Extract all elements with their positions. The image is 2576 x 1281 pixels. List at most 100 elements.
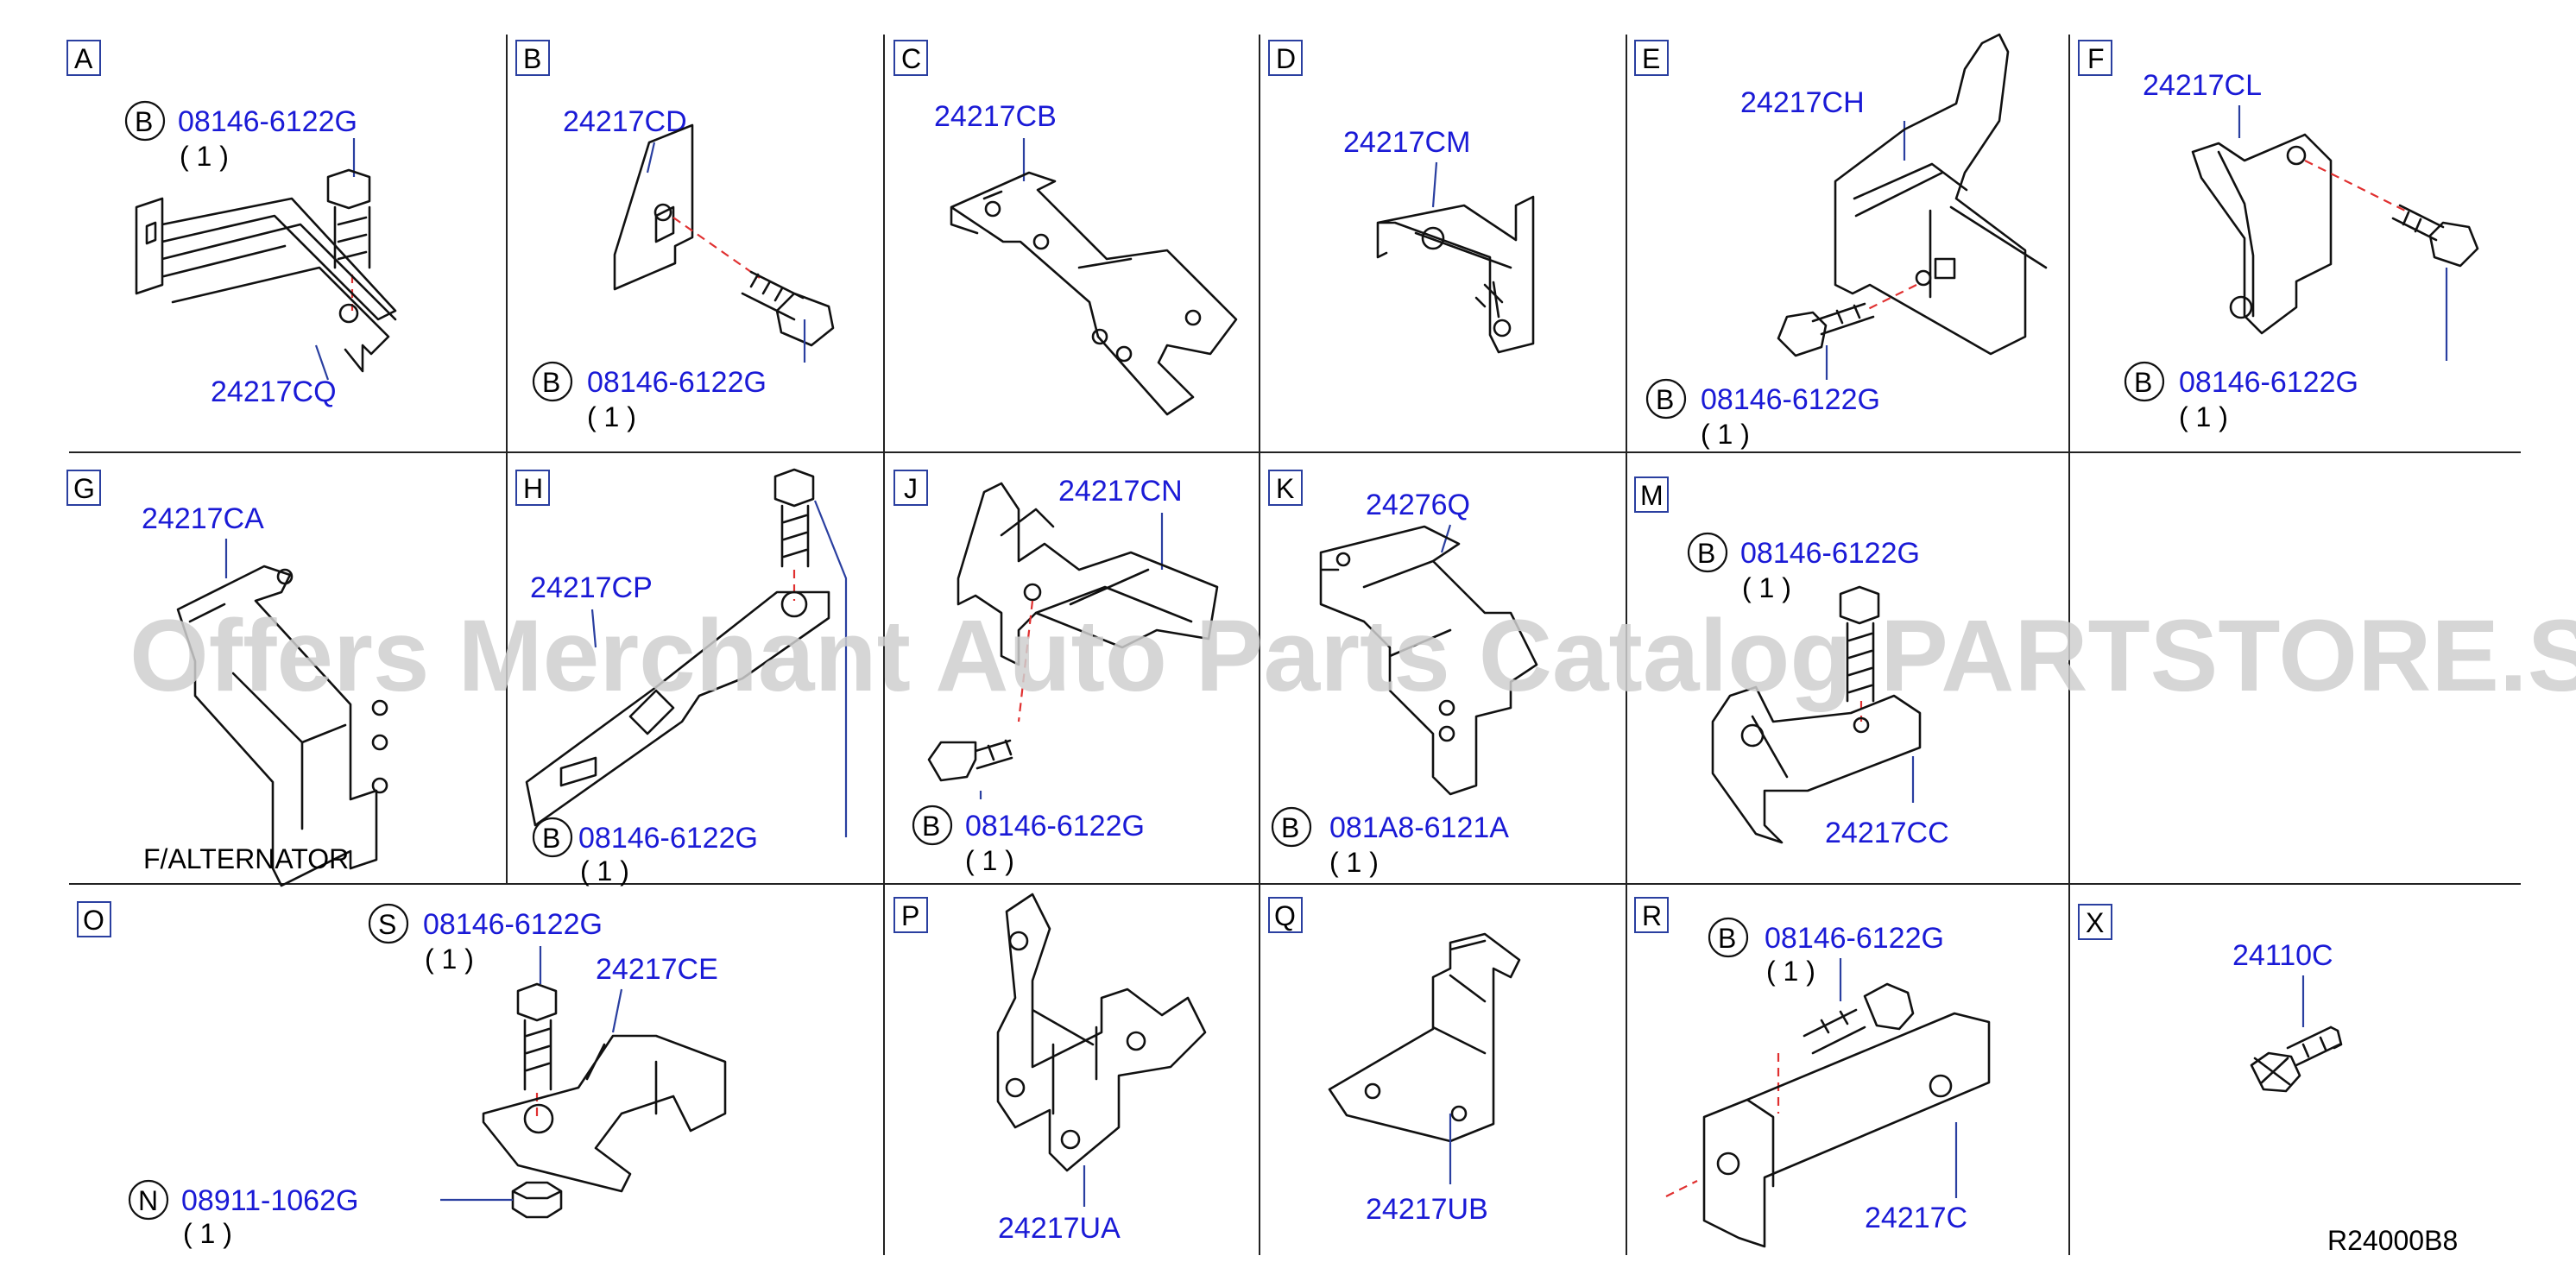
part-number[interactable]: 08146-6122G — [423, 908, 603, 941]
svg-text:M: M — [1640, 480, 1664, 511]
section-G-marker: G — [66, 470, 101, 506]
svg-text:D: D — [1276, 43, 1296, 74]
svg-text:B: B — [542, 823, 560, 854]
svg-text:B: B — [1281, 812, 1299, 843]
section-E: 24217CH B 08146-6122G ( 1 ) — [1645, 33, 2048, 450]
svg-text:B: B — [135, 106, 153, 137]
svg-text:( 1 ): ( 1 ) — [965, 845, 1014, 876]
svg-text:( 1 ): ( 1 ) — [1329, 847, 1379, 878]
part-number[interactable]: 081A8-6121A — [1329, 811, 1509, 844]
section-K: 24276Q B 081A8-6121A ( 1 ) — [1271, 489, 1538, 878]
part-number[interactable]: 24217CN — [1058, 475, 1183, 508]
section-X-marker: X — [2078, 904, 2112, 940]
section-B-marker: B — [515, 40, 550, 76]
part-number[interactable]: 08146-6122G — [578, 822, 758, 855]
svg-text:( 1 ): ( 1 ) — [1766, 956, 1815, 987]
svg-text:C: C — [901, 43, 921, 74]
part-number[interactable]: 24217UB — [1366, 1193, 1488, 1226]
svg-text:B: B — [1697, 538, 1715, 569]
svg-text:H: H — [523, 473, 543, 504]
section-P-marker: P — [893, 897, 928, 933]
section-B: 24217CD B 08146-6122G ( 1 ) — [532, 105, 835, 432]
part-number[interactable]: 24217CB — [934, 100, 1057, 133]
section-K-marker: K — [1268, 470, 1303, 506]
svg-text:B: B — [523, 43, 541, 74]
svg-text:P: P — [901, 900, 919, 931]
section-G: 24217CA F/ALTERNATOR — [142, 502, 388, 887]
section-F-marker: F — [2078, 40, 2112, 76]
part-number[interactable]: 24217C — [1865, 1202, 1967, 1234]
section-Q: 24217UB — [1328, 932, 1521, 1226]
svg-text:B: B — [542, 367, 560, 398]
section-J-marker: J — [893, 470, 928, 506]
section-D: 24217CM — [1343, 126, 1535, 354]
part-number[interactable]: 08146-6122G — [1765, 922, 1944, 955]
section-letters: A B C D E F G H J K M O P Q R X — [66, 40, 2112, 940]
part-number[interactable]: 24217CE — [596, 953, 718, 986]
svg-text:( 1 ): ( 1 ) — [183, 1218, 232, 1249]
svg-text:B: B — [1656, 384, 1674, 415]
part-number[interactable]: 08146-6122G — [587, 366, 767, 399]
part-number[interactable]: 24217CA — [142, 502, 264, 535]
section-M: B 08146-6122G ( 1 ) 24217CC — [1687, 532, 1949, 849]
part-number[interactable]: 24217CM — [1343, 126, 1470, 159]
svg-text:( 1 ): ( 1 ) — [180, 141, 229, 172]
watermark: Offers Merchant Auto Parts Catalog PARTS… — [129, 599, 2576, 713]
section-H: 24217CP B 08146-6122G ( 1 ) — [525, 468, 848, 887]
section-R-marker: R — [1634, 897, 1669, 933]
svg-text:( 1 ): ( 1 ) — [2179, 401, 2228, 432]
part-number[interactable]: 24217CH — [1740, 86, 1865, 119]
part-number[interactable]: 08911-1062G — [181, 1184, 358, 1217]
section-E-marker: E — [1634, 40, 1669, 76]
part-number[interactable]: 08146-6122G — [178, 105, 357, 138]
section-M-marker: M — [1634, 476, 1669, 513]
part-number[interactable]: 24276Q — [1366, 489, 1470, 521]
section-D-marker: D — [1268, 40, 1303, 76]
svg-text:( 1 ): ( 1 ) — [1701, 419, 1750, 450]
section-Q-marker: Q — [1268, 897, 1303, 933]
part-number[interactable]: 24217UA — [998, 1212, 1121, 1245]
section-P: 24217UA — [996, 893, 1207, 1245]
svg-text:R: R — [1642, 900, 1662, 931]
section-J: 24217CN B 08146-6122G ( 1 ) — [912, 475, 1219, 876]
section-C-marker: C — [893, 40, 928, 76]
svg-text:B: B — [1718, 923, 1736, 954]
svg-text:O: O — [83, 905, 104, 936]
svg-text:( 1 ): ( 1 ) — [587, 401, 636, 432]
svg-text:X: X — [2086, 907, 2104, 938]
svg-text:B: B — [2134, 367, 2152, 398]
section-A: B 08146-6122G ( 1 ) 24217CQ — [124, 100, 397, 408]
svg-text:B: B — [922, 811, 940, 842]
section-R: B 08146-6122G ( 1 ) 24217C — [1665, 917, 1991, 1248]
diagram-reference-code: R24000B8 — [2327, 1225, 2458, 1256]
part-number[interactable]: 24217CC — [1825, 817, 1949, 849]
section-H-marker: H — [515, 470, 550, 506]
part-number[interactable]: 24217CP — [530, 571, 653, 604]
svg-text:N: N — [138, 1185, 158, 1216]
svg-text:F: F — [2087, 43, 2105, 74]
section-O: S 08146-6122G ( 1 ) 24217CE N 08911-1062… — [128, 903, 727, 1249]
section-F: 24217CL B 08146-6122G ( 1 ) — [2124, 69, 2479, 432]
svg-text:E: E — [1642, 43, 1660, 74]
part-number[interactable]: 08146-6122G — [965, 810, 1145, 842]
svg-text:S: S — [378, 909, 396, 940]
svg-text:A: A — [74, 43, 93, 74]
part-number[interactable]: 08146-6122G — [1740, 537, 1920, 570]
part-number[interactable]: 08146-6122G — [1701, 383, 1880, 416]
svg-text:( 1 ): ( 1 ) — [580, 855, 629, 887]
svg-text:( 1 ): ( 1 ) — [1742, 572, 1791, 603]
part-number[interactable]: 24217CD — [563, 105, 687, 138]
section-A-marker: A — [66, 40, 101, 76]
part-number[interactable]: 24217CL — [2143, 69, 2262, 102]
part-number[interactable]: 24217CQ — [211, 375, 337, 408]
section-X: 24110C — [2232, 939, 2343, 1093]
part-number[interactable]: 08146-6122G — [2179, 366, 2358, 399]
part-number[interactable]: 24110C — [2232, 939, 2333, 972]
application-note: F/ALTERNATOR — [143, 843, 349, 874]
svg-text:K: K — [1276, 473, 1294, 504]
svg-text:( 1 ): ( 1 ) — [425, 943, 474, 975]
section-C: 24217CB — [934, 100, 1238, 416]
svg-text:Q: Q — [1274, 900, 1296, 931]
grid-lines — [69, 35, 2521, 1255]
